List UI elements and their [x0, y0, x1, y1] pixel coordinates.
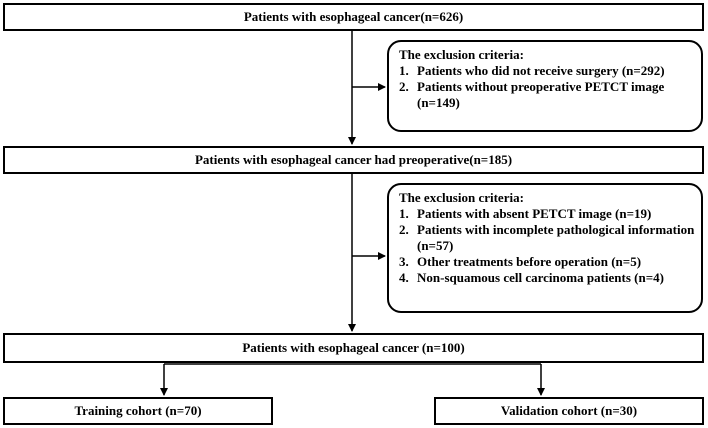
box-preop-label: Patients with esophageal cancer had preo…: [194, 152, 513, 167]
item-text: Patients without preoperative PETCT imag…: [417, 79, 665, 110]
item-text: Patients with incomplete pathological in…: [417, 222, 695, 253]
exclusion-2-list: 1. Patients with absent PETCT image (n=1…: [399, 206, 695, 286]
exclusion-1-list: 1. Patients who did not receive surgery …: [399, 63, 695, 111]
exclusion-box-1: The exclusion criteria: 1. Patients who …: [387, 40, 703, 132]
exclusion-2-item: 1. Patients with absent PETCT image (n=1…: [399, 206, 695, 222]
item-number: 3.: [399, 254, 409, 269]
exclusion-2-item: 4. Non-squamous cell carcinoma patients …: [399, 270, 695, 286]
exclusion-1-title: The exclusion criteria:: [399, 47, 524, 62]
exclusion-2-item: 2. Patients with incomplete pathological…: [399, 222, 695, 254]
box-final-cohort: Patients with esophageal cancer (n=100): [3, 333, 704, 363]
item-number: 2.: [399, 79, 409, 94]
exclusion-1-item: 2. Patients without preoperative PETCT i…: [399, 79, 695, 111]
exclusion-2-title: The exclusion criteria:: [399, 190, 524, 205]
box-validation-label: Validation cohort (n=30): [500, 403, 638, 418]
box-preoperative-patients: Patients with esophageal cancer had preo…: [3, 146, 704, 174]
box-training-cohort: Training cohort (n=70): [3, 397, 273, 425]
box-total-patients: Patients with esophageal cancer(n=626): [3, 3, 704, 31]
box-total-label: Patients with esophageal cancer(n=626): [243, 9, 464, 24]
exclusion-box-2: The exclusion criteria: 1. Patients with…: [387, 183, 703, 313]
item-number: 2.: [399, 222, 409, 237]
item-text: Non-squamous cell carcinoma patients (n=…: [417, 270, 664, 285]
box-validation-cohort: Validation cohort (n=30): [434, 397, 704, 425]
item-number: 1.: [399, 206, 409, 221]
item-number: 4.: [399, 270, 409, 285]
box-training-label: Training cohort (n=70): [74, 403, 202, 418]
exclusion-2-item: 3. Other treatments before operation (n=…: [399, 254, 695, 270]
item-text: Patients with absent PETCT image (n=19): [417, 206, 652, 221]
item-text: Patients who did not receive surgery (n=…: [417, 63, 665, 78]
item-number: 1.: [399, 63, 409, 78]
box-final-label: Patients with esophageal cancer (n=100): [242, 340, 465, 355]
exclusion-1-item: 1. Patients who did not receive surgery …: [399, 63, 695, 79]
item-text: Other treatments before operation (n=5): [417, 254, 642, 269]
